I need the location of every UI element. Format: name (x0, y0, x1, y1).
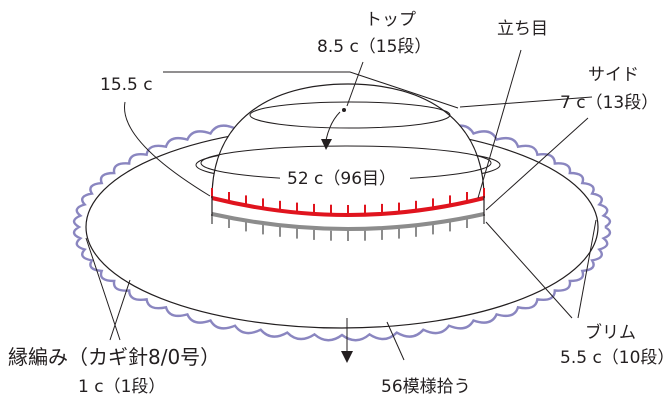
tachime-stitch-ticks (211, 188, 485, 215)
label-side-title: サイド (588, 65, 639, 85)
edging-scallops (72, 112, 612, 342)
down-arrow-icon (341, 351, 353, 363)
circumference-label-bg (280, 166, 410, 190)
leader-side-2 (485, 117, 589, 211)
label-edging-title: 縁編み（カギ針8/0号） (8, 345, 220, 369)
band-grey-line (211, 212, 485, 231)
spiral-arrow-icon (325, 111, 341, 141)
label-top-radius: 15.5 c (100, 75, 153, 95)
leader-left-brim (124, 101, 211, 197)
leader-edging (85, 237, 131, 341)
edging-scallop-path (72, 112, 612, 342)
leader-tachime (477, 49, 522, 199)
leader-top-radius (163, 71, 459, 109)
leader-pickup (386, 321, 405, 361)
label-brim-title: ブリム (585, 322, 636, 343)
leader-brim-2 (577, 219, 597, 319)
label-circumference: 52 c（96目） (287, 169, 396, 189)
label-top-title: トップ (365, 10, 416, 30)
label-pickup: 56模様拾う (381, 377, 471, 397)
spiral-arrow-head (321, 139, 332, 150)
label-edging-size: 1 c（1段） (78, 377, 165, 397)
center-dot (342, 108, 346, 112)
leader-brim (485, 221, 573, 319)
top-inner-ellipse (249, 101, 451, 129)
pickup-stitch-ticks (211, 214, 485, 241)
label-side-size: 7 c（13段） (560, 93, 658, 113)
leader-side (459, 96, 593, 108)
label-tachime: 立ち目 (497, 19, 548, 39)
label-top-size: 8.5 c（15段） (317, 37, 431, 57)
leader-top (346, 61, 364, 107)
label-brim-size: 5.5 c（10段） (560, 348, 670, 368)
